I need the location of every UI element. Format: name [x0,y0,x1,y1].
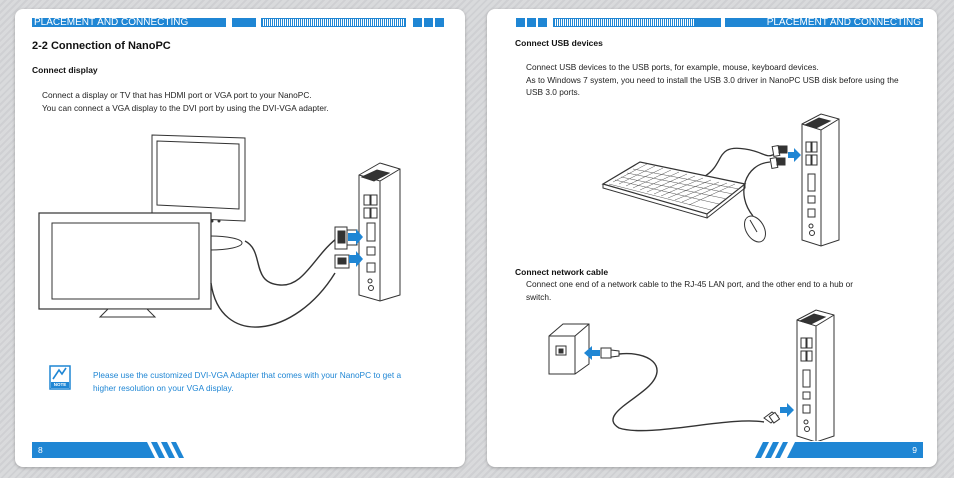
note-icon [49,365,71,390]
note-line: Please use the customized DVI-VGA Adapte… [93,370,402,380]
rj45-plug [600,347,620,359]
usb-paragraph: Connect USB devices to the USB ports, fo… [526,61,899,99]
mouse-cable [743,161,771,217]
header-square [435,18,444,27]
display-paragraph: Connect a display or TV that has HDMI po… [42,89,329,114]
subheading-connect-network: Connect network cable [515,267,609,277]
hdmi-cable [210,272,336,328]
paragraph-line: Connect one end of a network cable to th… [526,279,854,289]
paragraph-line: switch. [526,291,552,302]
paragraph-line: You can connect a VGA display to the DVI… [42,102,329,113]
nanopc-device [796,309,835,441]
right-page: PLACEMENT AND CONNECTING Connect USB dev… [487,9,937,467]
subheading-connect-usb: Connect USB devices [515,38,603,48]
header-square [538,18,547,27]
tv-display [38,212,212,318]
header-accent-block [232,18,256,27]
footer-stripes [139,442,184,458]
arrow-icon [349,251,363,267]
header-square [424,18,433,27]
header-hatch-bar [261,18,406,27]
header-square [527,18,536,27]
footer-stripes [755,442,817,458]
keyboard-cable [704,147,776,177]
header-square [516,18,525,27]
usb-connection-illustration [601,113,840,247]
rj45-plug [763,411,781,424]
arrow-icon [584,346,600,360]
usb-plug [769,144,788,170]
page-header: PLACEMENT AND CONNECTING [725,18,923,28]
note-text: Please use the customized DVI-VGA Adapte… [93,369,401,394]
page-number: 9 [817,442,923,458]
nanopc-device [801,113,840,247]
subheading-connect-display: Connect display [32,65,98,75]
arrow-icon [788,148,801,162]
note-icon-label: NOTE [53,382,67,387]
header-hatch-bar [553,18,695,27]
header-accent-block [695,18,721,27]
arrow-icon [780,403,794,417]
hdmi-connector [334,254,350,269]
mouse [744,215,766,243]
vga-cable [244,235,341,286]
display-connection-illustration [38,134,401,328]
wall-lan-socket [548,323,590,375]
note-line: higher resolution on your VGA display. [93,382,234,393]
page-number: 8 [32,442,139,458]
keyboard [601,161,747,219]
page-header: PLACEMENT AND CONNECTING [32,18,226,28]
network-cable [612,352,765,432]
section-title: 2-2 Connection of NanoPC [32,40,171,52]
nanopc-device [358,162,401,302]
left-page: PLACEMENT AND CONNECTING 2-2 Connection … [15,9,465,467]
network-paragraph: Connect one end of a network cable to th… [526,278,853,303]
paragraph-line: USB 3.0 ports. [526,87,580,97]
header-square [413,18,422,27]
arrow-icon [348,229,363,245]
paragraph-line: Connect USB devices to the USB ports, fo… [526,62,819,72]
paragraph-line: Connect a display or TV that has HDMI po… [42,90,312,100]
network-connection-illustration [548,309,835,441]
paragraph-line: As to Windows 7 system, you need to inst… [526,74,899,85]
